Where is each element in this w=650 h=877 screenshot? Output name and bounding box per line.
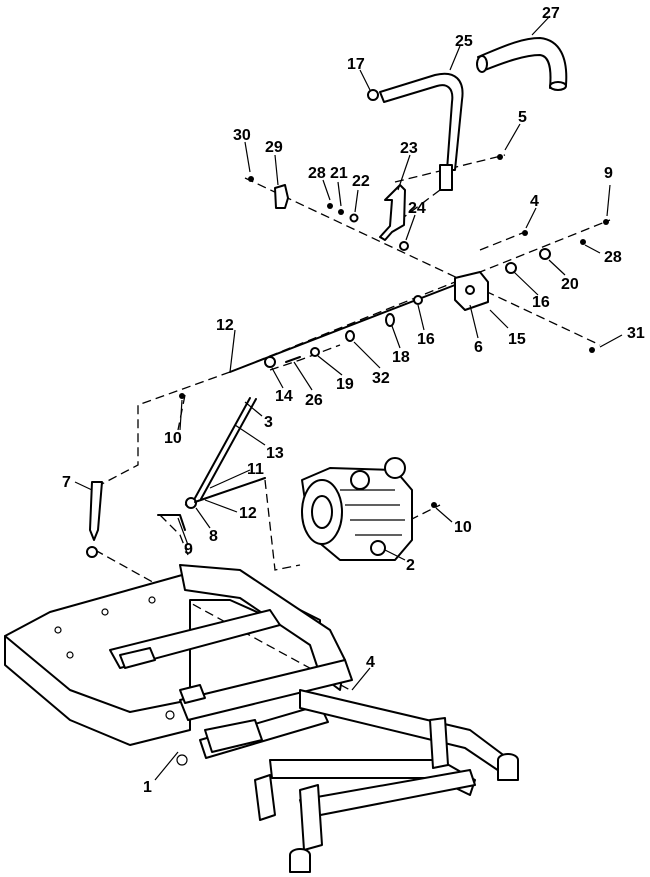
callout-9-lower: 9 [184, 541, 193, 558]
bracket-23 [379, 184, 406, 241]
small-hardware [248, 154, 609, 353]
callout-21: 21 [330, 165, 348, 182]
callout-32: 32 [372, 370, 390, 387]
callout-27: 27 [542, 5, 560, 22]
callout-26: 26 [305, 392, 323, 409]
callout-2: 2 [406, 557, 415, 574]
callout-31: 31 [627, 325, 645, 342]
callout-20: 20 [561, 276, 579, 293]
hose-27 [476, 37, 568, 91]
callout-22: 22 [352, 173, 370, 190]
callout-17: 17 [347, 56, 365, 73]
callout-8: 8 [209, 528, 218, 545]
callout-16-left: 16 [417, 331, 435, 348]
callout-13: 13 [266, 445, 284, 462]
callout-4-lower: 4 [366, 654, 375, 671]
callout-30: 30 [233, 127, 251, 144]
callout-11: 11 [247, 461, 264, 478]
transmission-2 [301, 457, 437, 561]
callout-25: 25 [455, 33, 473, 50]
callout-10-left: 10 [164, 430, 182, 447]
callout-18: 18 [392, 349, 410, 366]
callout-4-upper: 4 [530, 193, 539, 210]
callout-19: 19 [336, 376, 354, 393]
callout-7: 7 [62, 474, 71, 491]
leader-lines [74, 15, 623, 781]
callout-24: 24 [408, 200, 426, 217]
callout-5: 5 [518, 109, 527, 126]
callouts: 27 25 17 5 30 29 23 28 21 22 9 4 24 28 2… [62, 5, 645, 796]
callout-15: 15 [508, 331, 526, 348]
callout-29: 29 [265, 139, 283, 156]
callout-28-upper: 28 [308, 165, 326, 182]
bracket-29 [274, 184, 289, 209]
callout-14: 14 [275, 388, 293, 405]
callout-23: 23 [400, 140, 418, 157]
callout-28-right: 28 [604, 249, 622, 266]
bracket-9-lower [157, 514, 186, 531]
callout-16-right: 16 [532, 294, 550, 311]
callout-1: 1 [143, 779, 152, 796]
callout-12-upper: 12 [216, 317, 234, 334]
rod-assembly-12 [179, 284, 456, 399]
rod-7 [86, 481, 103, 558]
callout-3: 3 [264, 414, 273, 431]
link-rod-13 [185, 397, 266, 509]
washer-17 [367, 89, 379, 101]
callout-9-upper: 9 [604, 165, 613, 182]
callout-10-right: 10 [454, 519, 472, 536]
callout-12-lower: 12 [239, 505, 257, 522]
handle-25 [379, 72, 464, 191]
pivot-block-6-15 [454, 271, 489, 311]
callout-6: 6 [474, 339, 483, 356]
frame-1 [4, 564, 519, 873]
